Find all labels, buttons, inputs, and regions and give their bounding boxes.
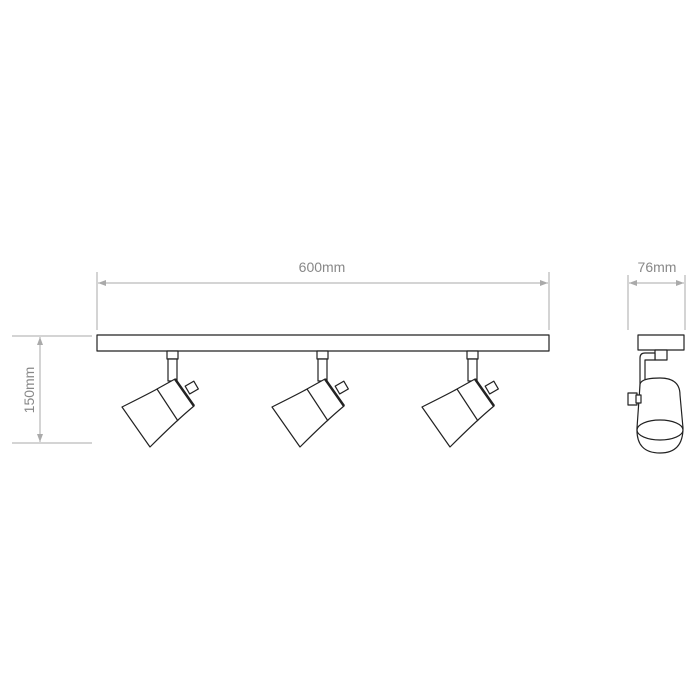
spotlight-1 xyxy=(120,349,200,449)
width-label: 600mm xyxy=(299,259,346,275)
depth-label: 76mm xyxy=(638,259,677,275)
width-dimension: 600mm xyxy=(96,259,550,330)
front-view xyxy=(96,334,550,449)
depth-dimension: 76mm xyxy=(627,259,686,330)
spotlight-3 xyxy=(420,349,500,449)
side-view xyxy=(627,334,685,454)
mounting-bar xyxy=(96,334,550,352)
height-dimension: 150mm xyxy=(12,335,92,444)
side-base xyxy=(637,334,685,351)
height-label: 150mm xyxy=(21,367,37,414)
spotlight-2 xyxy=(270,349,350,449)
